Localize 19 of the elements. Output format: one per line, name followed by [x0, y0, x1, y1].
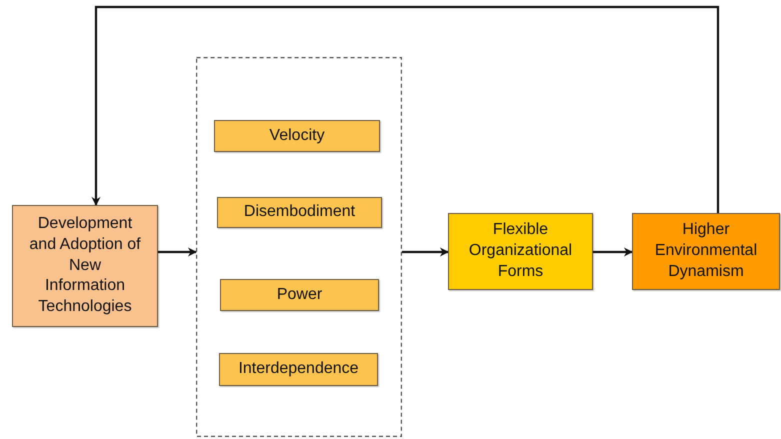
arrow	[92, 6, 720, 213]
node-label: Power	[276, 284, 324, 305]
node-label: Development and Adoption of New Information Technologies	[28, 214, 142, 318]
arrow	[593, 248, 633, 256]
factor-box	[219, 353, 378, 386]
node-label: Higher Environmental Dynamism	[654, 220, 758, 282]
factor-box	[220, 279, 379, 311]
dashed-group-box	[196, 57, 402, 437]
process-box	[12, 205, 158, 327]
arrow	[402, 248, 449, 256]
node-label: Interdependence	[237, 359, 360, 380]
node-label: Velocity	[268, 126, 326, 146]
process-box	[632, 213, 780, 290]
node-label: Disembodiment	[242, 202, 356, 222]
factor-box	[214, 120, 380, 152]
process-box	[448, 213, 593, 290]
factor-box	[217, 197, 382, 228]
node-label: Flexible Organizational Forms	[468, 220, 574, 282]
arrow	[158, 248, 197, 256]
